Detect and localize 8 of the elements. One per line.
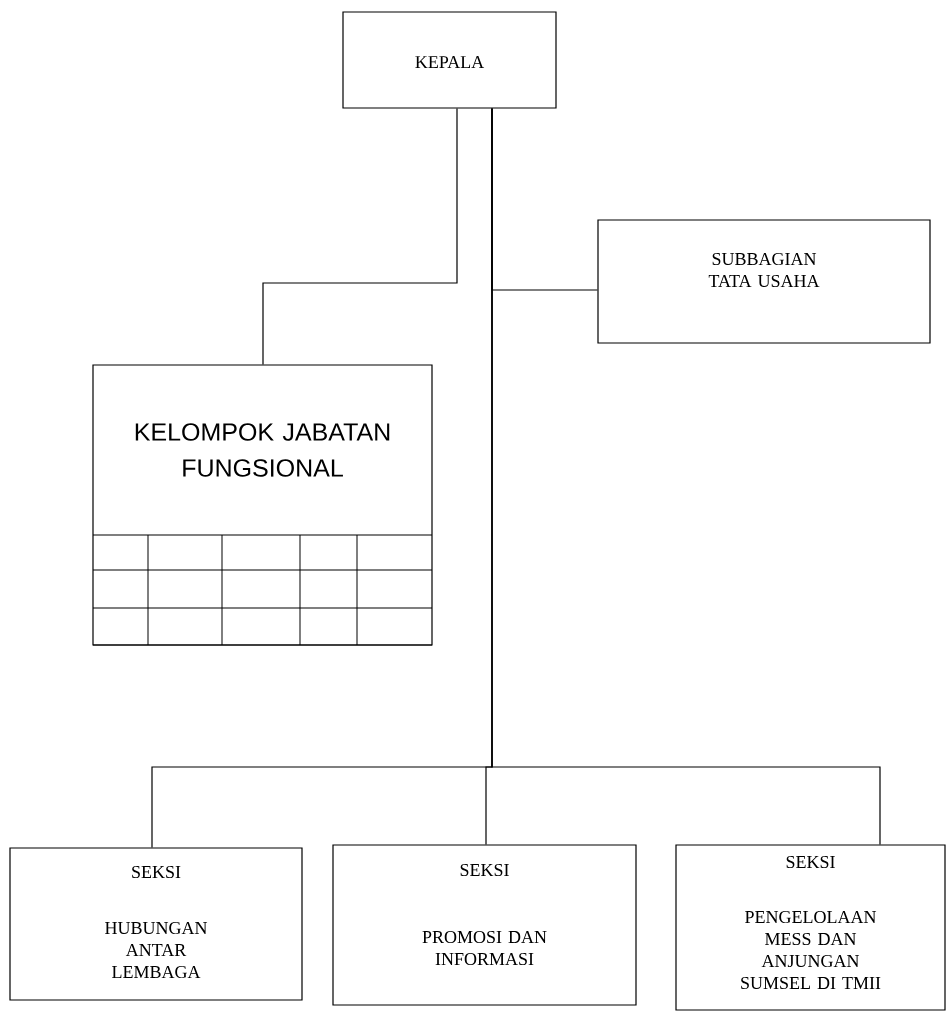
org-box: KEPALA [342,11,557,109]
org-box: SEKSI PENGELOLAAN MESS DAN ANJUNGAN SUMSEL DI TMII [675,844,946,1011]
connector-line [262,108,458,365]
org-box: SUBBAGIAN TATA USAHA [597,219,931,344]
org-box: SEKSI PROMOSI DAN INFORMASI [332,844,637,1006]
org-box: KELOMPOK JABATAN FUNGSIONAL [92,364,433,646]
connector-line [491,108,881,845]
org-box: SEKSI HUBUNGAN ANTAR LEMBAGA [9,847,303,1001]
